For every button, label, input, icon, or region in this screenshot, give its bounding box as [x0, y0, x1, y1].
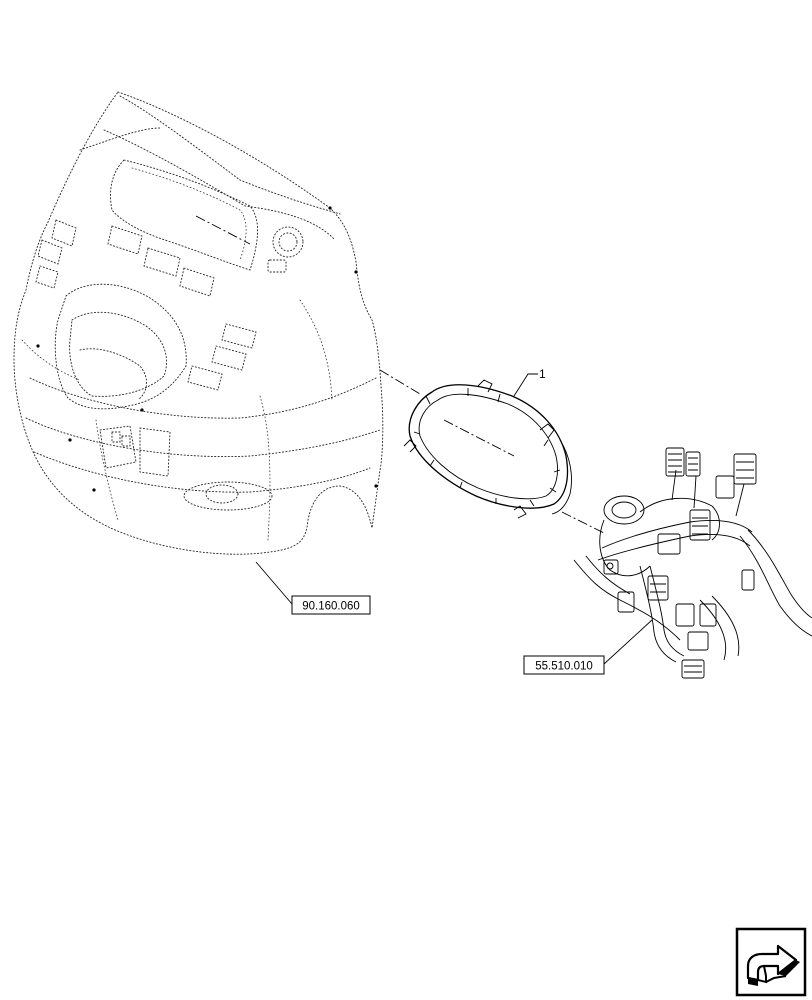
reference-box-wiring-harness[interactable]: 55.510.010 [523, 655, 605, 675]
reference-label-wiring-harness[interactable]: 55.510.010 [535, 661, 593, 673]
reference-box-dashboard-cover[interactable]: 90.160.060 [291, 595, 371, 615]
forward-arrow-icon[interactable] [735, 927, 807, 997]
leader-lines [255, 369, 653, 665]
dashboard-cover [13, 91, 384, 555]
callout-1: 1 [539, 367, 546, 381]
instrument-cluster [403, 379, 572, 519]
reference-label-dashboard-cover[interactable]: 90.160.060 [302, 601, 360, 613]
wiring-harness [573, 447, 812, 679]
